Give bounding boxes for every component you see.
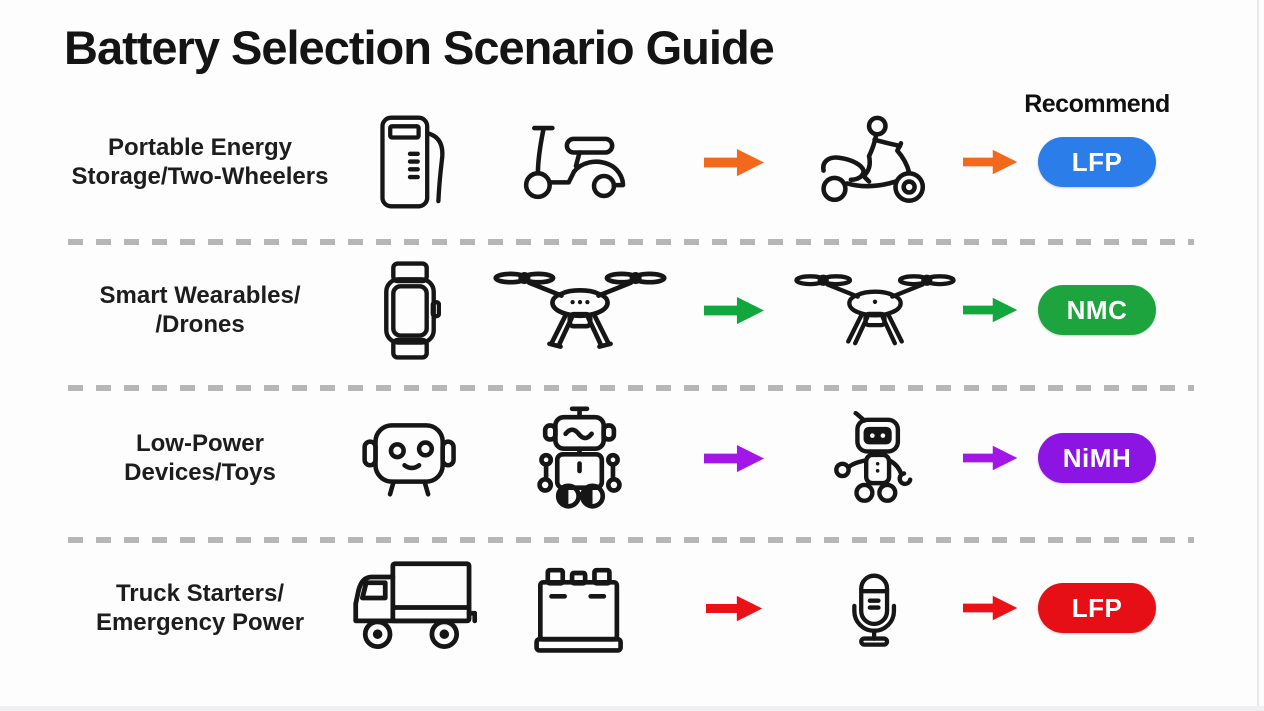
row-label-line2: Devices/Toys <box>124 459 276 486</box>
row-label-line2: Storage/Two-Wheelers <box>71 163 329 190</box>
recommendation-badge: NiMH <box>1038 433 1156 483</box>
arrow-icon <box>680 592 790 625</box>
arrow-icon <box>960 592 1022 624</box>
row-label-line2: Emergency Power <box>95 609 305 636</box>
arrow-icon <box>680 145 790 180</box>
dashed-divider <box>68 239 1194 245</box>
car-battery-icon <box>480 559 680 657</box>
recommendation-badge: NMC <box>1038 285 1156 335</box>
recommend-column-header: Recommend <box>1024 90 1170 118</box>
arrow-icon <box>960 146 1022 178</box>
arrow-icon <box>680 441 790 476</box>
frame-right-edge <box>1257 0 1259 711</box>
dashed-divider <box>68 537 1194 543</box>
robot-head-icon <box>340 416 480 500</box>
row-label-line1: Truck Starters/ <box>115 580 285 607</box>
frame-bottom-edge <box>0 706 1264 711</box>
arrow-icon <box>960 442 1022 474</box>
truck-icon <box>340 558 480 658</box>
row-label-line2: /Drones <box>155 311 245 338</box>
row-label: Portable Energy Storage/Two-Wheelers <box>60 133 340 191</box>
scenario-row-wearables-drones: Smart Wearables/ /Drones <box>0 250 1264 370</box>
arrow-icon <box>960 294 1022 326</box>
robot-mini-icon <box>790 410 960 506</box>
smartwatch-icon <box>340 260 480 361</box>
scenario-row-truck-emergency: Truck Starters/ Emergency Power <box>0 548 1264 668</box>
row-label-line1: Smart Wearables/ <box>99 282 301 309</box>
power-station-icon <box>340 111 480 213</box>
row-label: Smart Wearables/ /Drones <box>60 281 340 339</box>
row-label: Truck Starters/ Emergency Power <box>60 579 340 637</box>
scooter-icon <box>480 119 680 205</box>
recommendation-badge: LFP <box>1038 583 1156 633</box>
scenario-row-low-power-toys: Low-Power Devices/Toys <box>0 398 1264 518</box>
scenario-row-portable-energy: Portable Energy Storage/Two-Wheelers <box>0 98 1264 226</box>
page-title: Battery Selection Scenario Guide <box>64 21 775 74</box>
row-label-line1: Portable Energy <box>107 134 293 161</box>
dashed-divider <box>68 385 1194 391</box>
drone-icon <box>790 269 960 351</box>
scooter-rider-icon <box>790 114 960 210</box>
microphone-icon <box>790 562 960 654</box>
row-label-line1: Low-Power <box>135 430 264 457</box>
drone-icon <box>480 266 680 354</box>
arrow-icon <box>680 293 790 328</box>
recommendation-badge: LFP <box>1038 137 1156 187</box>
row-label: Low-Power Devices/Toys <box>60 429 340 487</box>
robot-toy-icon <box>480 406 680 510</box>
